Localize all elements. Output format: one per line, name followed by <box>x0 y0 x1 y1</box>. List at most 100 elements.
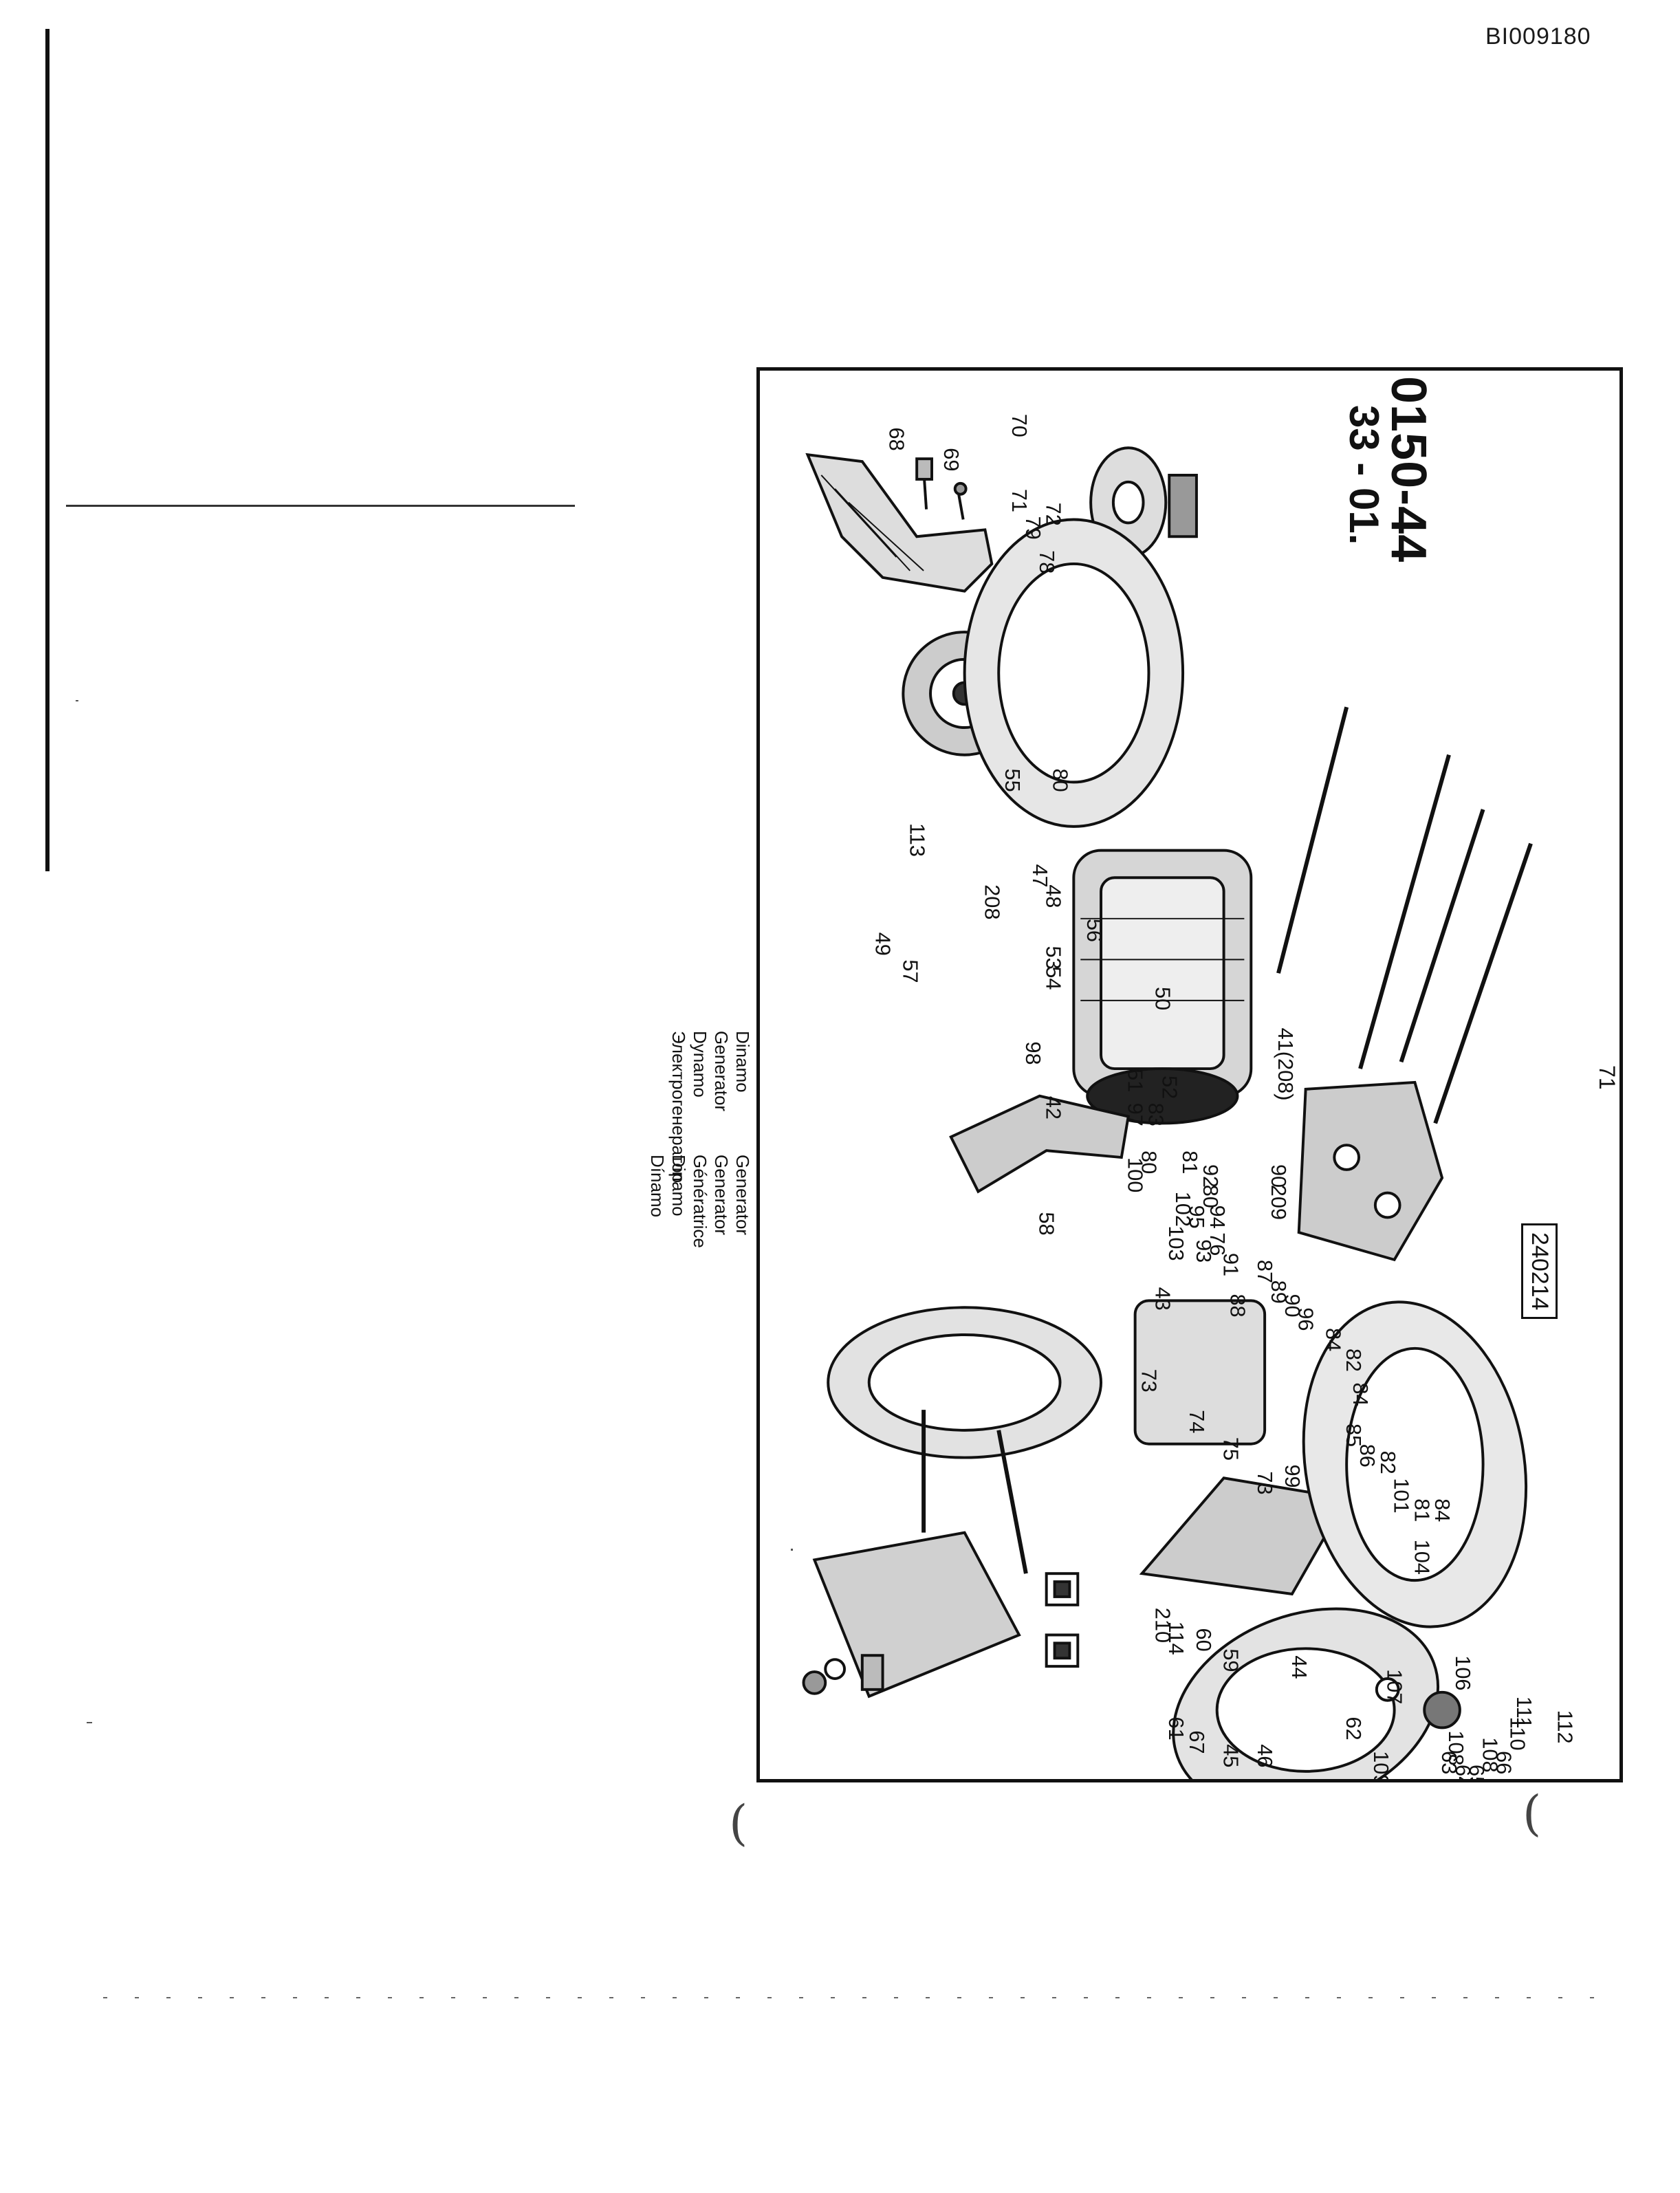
part-callout-53: 53 <box>1042 946 1066 970</box>
part-callout-51: 51 <box>1124 1069 1148 1092</box>
part-callout-99: 99 <box>1280 1464 1305 1487</box>
part-callout-114: 114 <box>1164 1622 1188 1655</box>
part-callout-55: 55 <box>1001 769 1025 792</box>
part-callout-79: 79 <box>1021 516 1045 540</box>
part-callout-111: 111 <box>1512 1696 1536 1729</box>
part-callout-68: 68 <box>884 428 908 451</box>
part-callout-89: 89 <box>1267 1280 1291 1304</box>
part-callout-87: 87 <box>1253 1260 1277 1283</box>
part-callout-103: 103 <box>1164 1225 1188 1261</box>
part-callout-54: 54 <box>1042 966 1066 990</box>
part-callout-83: 83 <box>1144 1103 1168 1126</box>
key-part <box>1168 473 1198 538</box>
through-bolt-part <box>1433 842 1533 1124</box>
part-callout-45: 45 <box>1219 1744 1243 1767</box>
part-callout-93: 93 <box>1192 1239 1216 1263</box>
part-callout-209: 209 <box>1267 1185 1291 1220</box>
title-line: Электрогенератор <box>668 1031 689 1183</box>
part-callout-48: 48 <box>1042 884 1066 908</box>
part-callout-44: 44 <box>1287 1655 1311 1679</box>
mounting-bracket-part <box>805 452 994 593</box>
scan-speck <box>76 700 78 701</box>
part-callout-62: 62 <box>1342 1717 1366 1741</box>
part-callout-43: 43 <box>1150 1287 1175 1311</box>
through-bolt-part <box>1276 706 1349 974</box>
part-callout-69: 69 <box>939 448 963 471</box>
part-callout-108: 108 <box>1444 1730 1468 1765</box>
part-callout-210: 210 <box>1150 1608 1175 1643</box>
part-callout-49: 49 <box>871 932 895 956</box>
part-callout-50: 50 <box>1150 987 1175 1010</box>
part-callout-73: 73 <box>1253 1471 1277 1494</box>
part-callout-80: 80 <box>1137 1150 1161 1174</box>
part-callout-102: 102 <box>1171 1192 1195 1227</box>
through-bolt-part <box>1358 754 1451 1069</box>
title-line: Dínamo <box>647 1155 668 1218</box>
part-callout-84: 84 <box>1430 1498 1454 1522</box>
part-callout-85: 85 <box>1342 1423 1366 1447</box>
exploded-diagram <box>802 446 1533 1779</box>
part-callout-92: 92 <box>1199 1164 1223 1188</box>
part-callout-90: 90 <box>1280 1294 1305 1317</box>
scan-mark-right: ( <box>1523 1785 1542 1842</box>
part-callout-84: 84 <box>1349 1382 1373 1406</box>
title-line: Generator <box>711 1031 732 1112</box>
ring-gear-part <box>963 518 1185 828</box>
part-callout-94: 94 <box>1206 1205 1230 1228</box>
part-callout-58: 58 <box>1035 1212 1059 1235</box>
scan-speck <box>87 1722 92 1723</box>
part-callout-110: 110 <box>1505 1717 1529 1751</box>
mounting-ring-part <box>1302 1300 1528 1628</box>
rear-bracket-part <box>1297 1080 1444 1262</box>
part-callout-74: 74 <box>1185 1410 1209 1433</box>
nut-part <box>1423 1690 1461 1730</box>
part-callout-42: 42 <box>1042 1096 1066 1120</box>
left-margin-rule <box>45 29 50 871</box>
part-callout-88: 88 <box>1226 1294 1250 1317</box>
part-callout-96: 96 <box>1294 1307 1318 1331</box>
separator-rule <box>66 505 575 507</box>
part-callout-100: 100 <box>1124 1157 1148 1192</box>
part-callout-75: 75 <box>1219 1437 1243 1461</box>
part-callout-101: 101 <box>1390 1478 1414 1513</box>
part-callout-84: 84 <box>1321 1328 1345 1351</box>
part-callout-208: 208 <box>980 884 1004 919</box>
part-callout-91: 91 <box>1219 1253 1243 1276</box>
terminal-clip-part <box>1045 1572 1080 1606</box>
washer-part <box>824 1658 846 1680</box>
part-callout-80: 80 <box>1049 769 1073 792</box>
scan-speck <box>791 1549 793 1551</box>
part-callout-80: 80 <box>1199 1185 1223 1208</box>
part-callout-81: 81 <box>1410 1498 1434 1522</box>
end-housing-part <box>1172 1607 1440 1779</box>
title-line: Dynamo <box>690 1031 710 1098</box>
part-callout-57: 57 <box>898 959 922 983</box>
part-callout-107: 107 <box>1383 1669 1407 1704</box>
part-callout-52: 52 <box>1157 1076 1181 1099</box>
document-id: BI009180 <box>1485 23 1591 50</box>
support-bracket-part <box>949 1094 1130 1194</box>
part-callout-112: 112 <box>1553 1710 1578 1744</box>
screw-part <box>953 481 968 520</box>
part-callout-47: 47 <box>1028 864 1052 887</box>
part-callout-82: 82 <box>1376 1451 1400 1474</box>
title-block-right: Dinamo Generator Dynamo Электрогенератор <box>668 1031 753 1183</box>
title-line: Dinamo <box>732 1031 753 1093</box>
part-callout-64: 64 <box>1451 1765 1475 1779</box>
spacer-part <box>860 1654 884 1691</box>
part-callout-106: 106 <box>1451 1655 1475 1690</box>
part-callout-81: 81 <box>1178 1150 1202 1174</box>
part-callout-61: 61 <box>1164 1717 1188 1741</box>
part-callout-73: 73 <box>1137 1369 1161 1393</box>
part-callout-76: 76 <box>1206 1232 1230 1256</box>
part-callout-71: 71 <box>1007 489 1032 512</box>
exploded-view-plate: 0150-44 33 - 01. Generator Generator Gén… <box>647 367 1623 1782</box>
bolt-part <box>996 1430 1028 1574</box>
bolt-part <box>915 457 933 510</box>
part-callout-90: 90 <box>1267 1164 1291 1188</box>
part-callout-97: 97 <box>1124 1103 1148 1126</box>
nut-part <box>802 1670 827 1695</box>
washer-part <box>1375 1677 1400 1702</box>
generator-body-part <box>1072 849 1253 1125</box>
